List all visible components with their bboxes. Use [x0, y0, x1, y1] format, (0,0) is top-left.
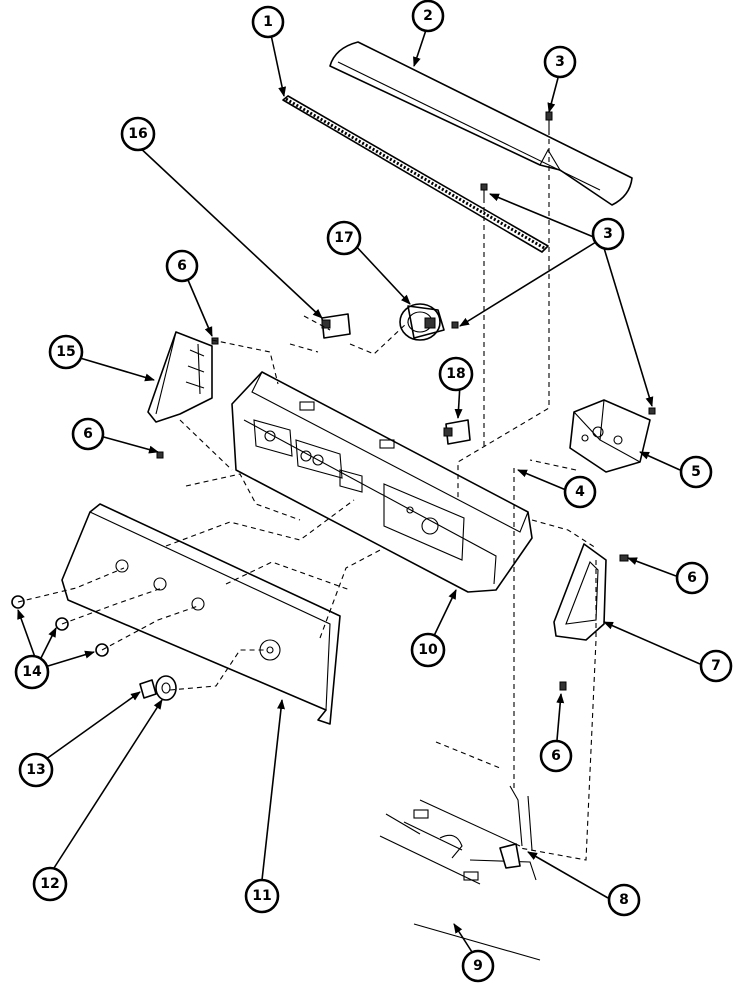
control-panel-front-part: [61, 503, 341, 725]
callout-6-label: 6: [551, 748, 561, 764]
callout-5: 5: [679, 455, 713, 489]
callout-12-label: 12: [40, 876, 59, 892]
callout-6: 6: [675, 561, 709, 595]
callout-7-label: 7: [711, 658, 721, 674]
selector-switch-part: [321, 313, 351, 339]
right-end-cap-part: [553, 543, 607, 641]
callout-3: 3: [591, 217, 625, 251]
control-panel-part: [231, 371, 533, 593]
callout-17: 17: [326, 220, 362, 256]
callout-17-label: 17: [334, 230, 353, 246]
leader-lines: [17, 29, 701, 953]
callout-1: 1: [251, 5, 285, 39]
callout-10-label: 10: [418, 642, 438, 658]
callout-4: 4: [563, 475, 597, 509]
callout-3-label: 3: [555, 54, 565, 70]
callout-2: 2: [411, 0, 445, 33]
screw-parts: [451, 111, 656, 415]
callout-13: 13: [18, 752, 54, 788]
callout-6: 6: [71, 417, 105, 451]
callout-6: 6: [165, 249, 199, 283]
callout-3-label: 3: [603, 226, 613, 242]
assembly-lines: [17, 130, 597, 861]
switch-part-18: [443, 419, 471, 445]
callout-4-label: 4: [575, 484, 585, 500]
callout-6-label: 6: [687, 570, 697, 586]
pressure-switch-part: [399, 303, 445, 341]
callout-3: 3: [543, 45, 577, 79]
callout-7: 7: [699, 649, 733, 683]
callout-9-label: 9: [473, 958, 483, 974]
callout-10: 10: [410, 632, 446, 668]
callout-18: 18: [438, 356, 474, 392]
callout-13-label: 13: [26, 762, 45, 778]
callout-6-label: 6: [177, 258, 187, 274]
callout-15-label: 15: [56, 344, 75, 360]
callout-8-label: 8: [619, 892, 629, 908]
trim-strip-part: [282, 95, 549, 253]
callout-11: 11: [244, 878, 280, 914]
timer-part: [569, 399, 651, 473]
callout-1-label: 1: [263, 14, 273, 30]
console-base-part: [379, 741, 541, 961]
callout-14-label: 14: [22, 664, 42, 680]
callout-2-label: 2: [423, 8, 433, 24]
callout-16: 16: [120, 116, 156, 152]
callout-16-label: 16: [128, 126, 147, 142]
callout-12: 12: [32, 866, 68, 902]
callout-8: 8: [607, 883, 641, 917]
callout-14: 14: [14, 654, 50, 690]
callout-11-label: 11: [252, 888, 271, 904]
left-end-cap-part: [147, 331, 213, 423]
knob-parts: [139, 675, 177, 701]
callout-18-label: 18: [446, 366, 465, 382]
callout-6: 6: [539, 739, 573, 773]
callout-5-label: 5: [691, 464, 701, 480]
callout-15: 15: [48, 334, 84, 370]
callout-9: 9: [461, 949, 495, 983]
callout-6-label: 6: [83, 426, 93, 442]
top-cover-part: [329, 41, 633, 206]
